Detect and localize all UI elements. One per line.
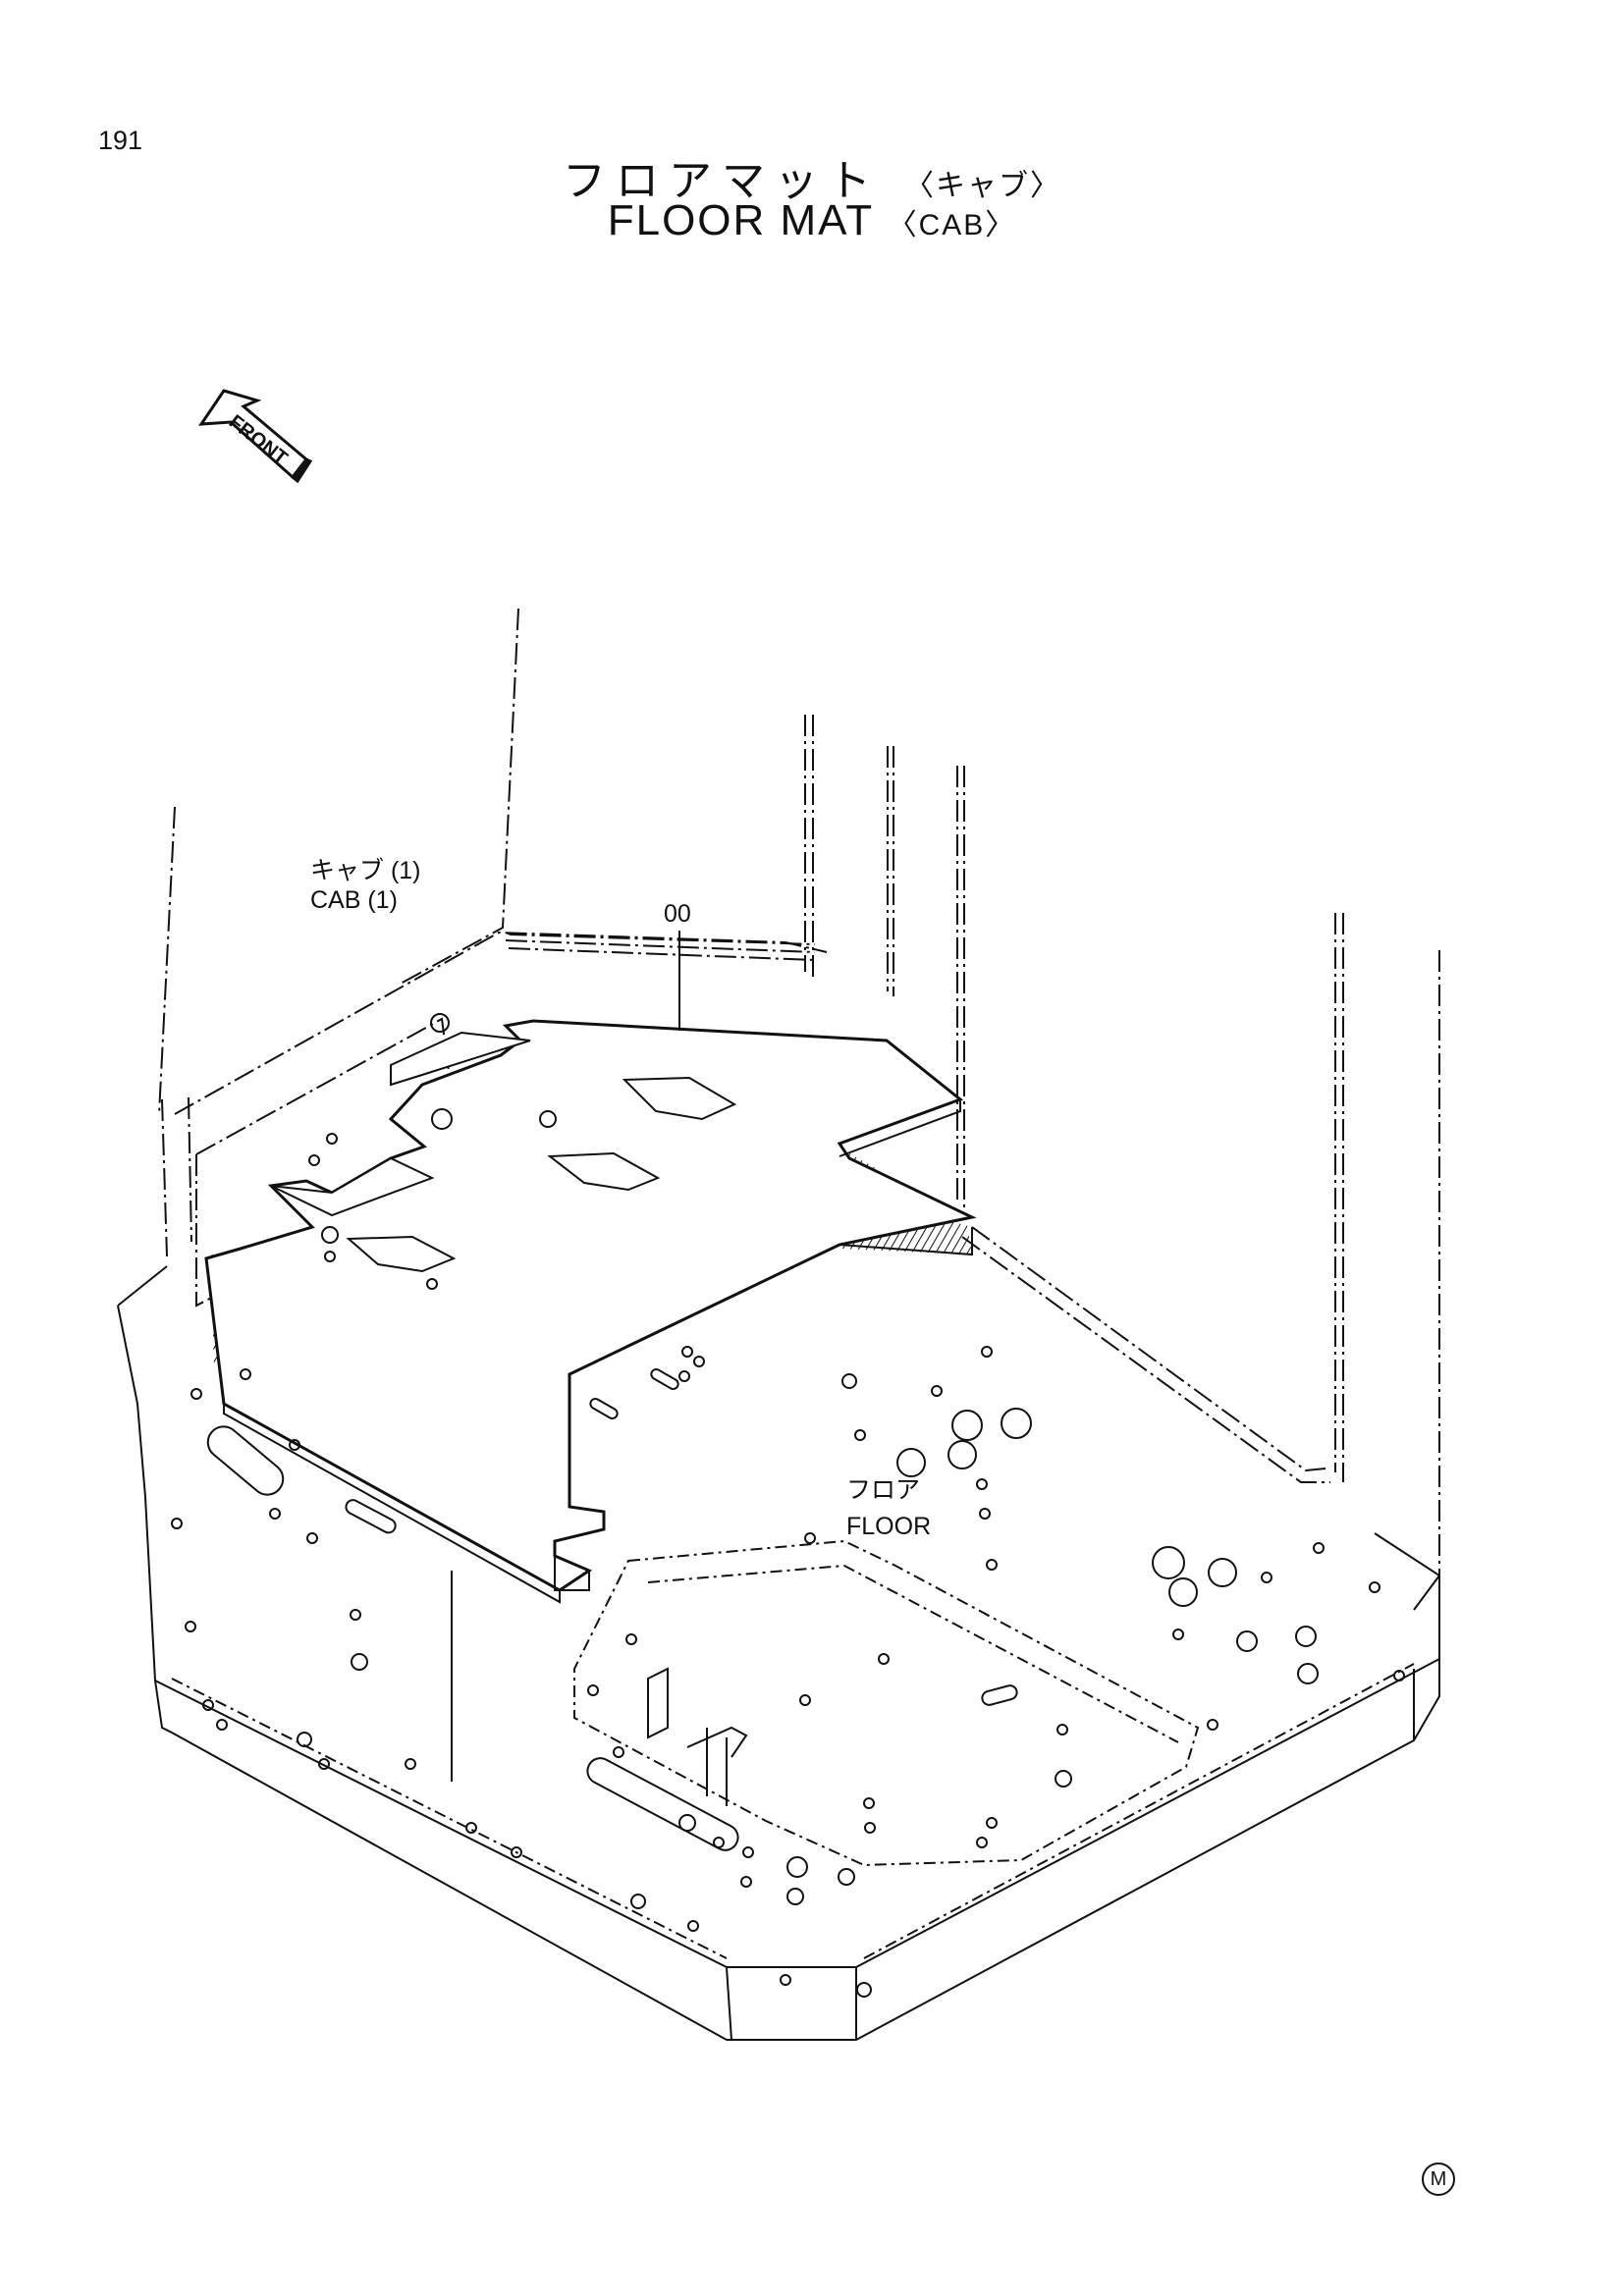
manufacturer-mark-icon: M: [1422, 2163, 1455, 2196]
floor-label-jp: フロア: [846, 1476, 921, 1504]
part-number-label: 00: [664, 900, 691, 928]
floor-plate: [117, 1265, 1440, 2041]
cab-label-jp: キャブ (1): [310, 857, 421, 884]
floor-label-en: FLOOR: [846, 1513, 932, 1540]
title-jp-main: フロアマット: [563, 156, 881, 206]
floor-mat: [204, 1019, 977, 1604]
title-en-main: FLOOR MAT: [607, 196, 874, 244]
title-jp-sub: 〈キャブ〉: [904, 169, 1061, 203]
page-title-jp: フロアマット 〈キャブ〉: [0, 145, 1624, 208]
front-arrow-icon: FRONT: [198, 389, 313, 484]
title-en-sub: 〈CAB〉: [887, 209, 1017, 241]
page-number: 191: [98, 126, 143, 155]
floor-holes: [171, 1013, 1405, 1998]
page-title-en: FLOOR MAT 〈CAB〉: [0, 196, 1624, 245]
cab-label-en: CAB (1): [310, 886, 398, 914]
